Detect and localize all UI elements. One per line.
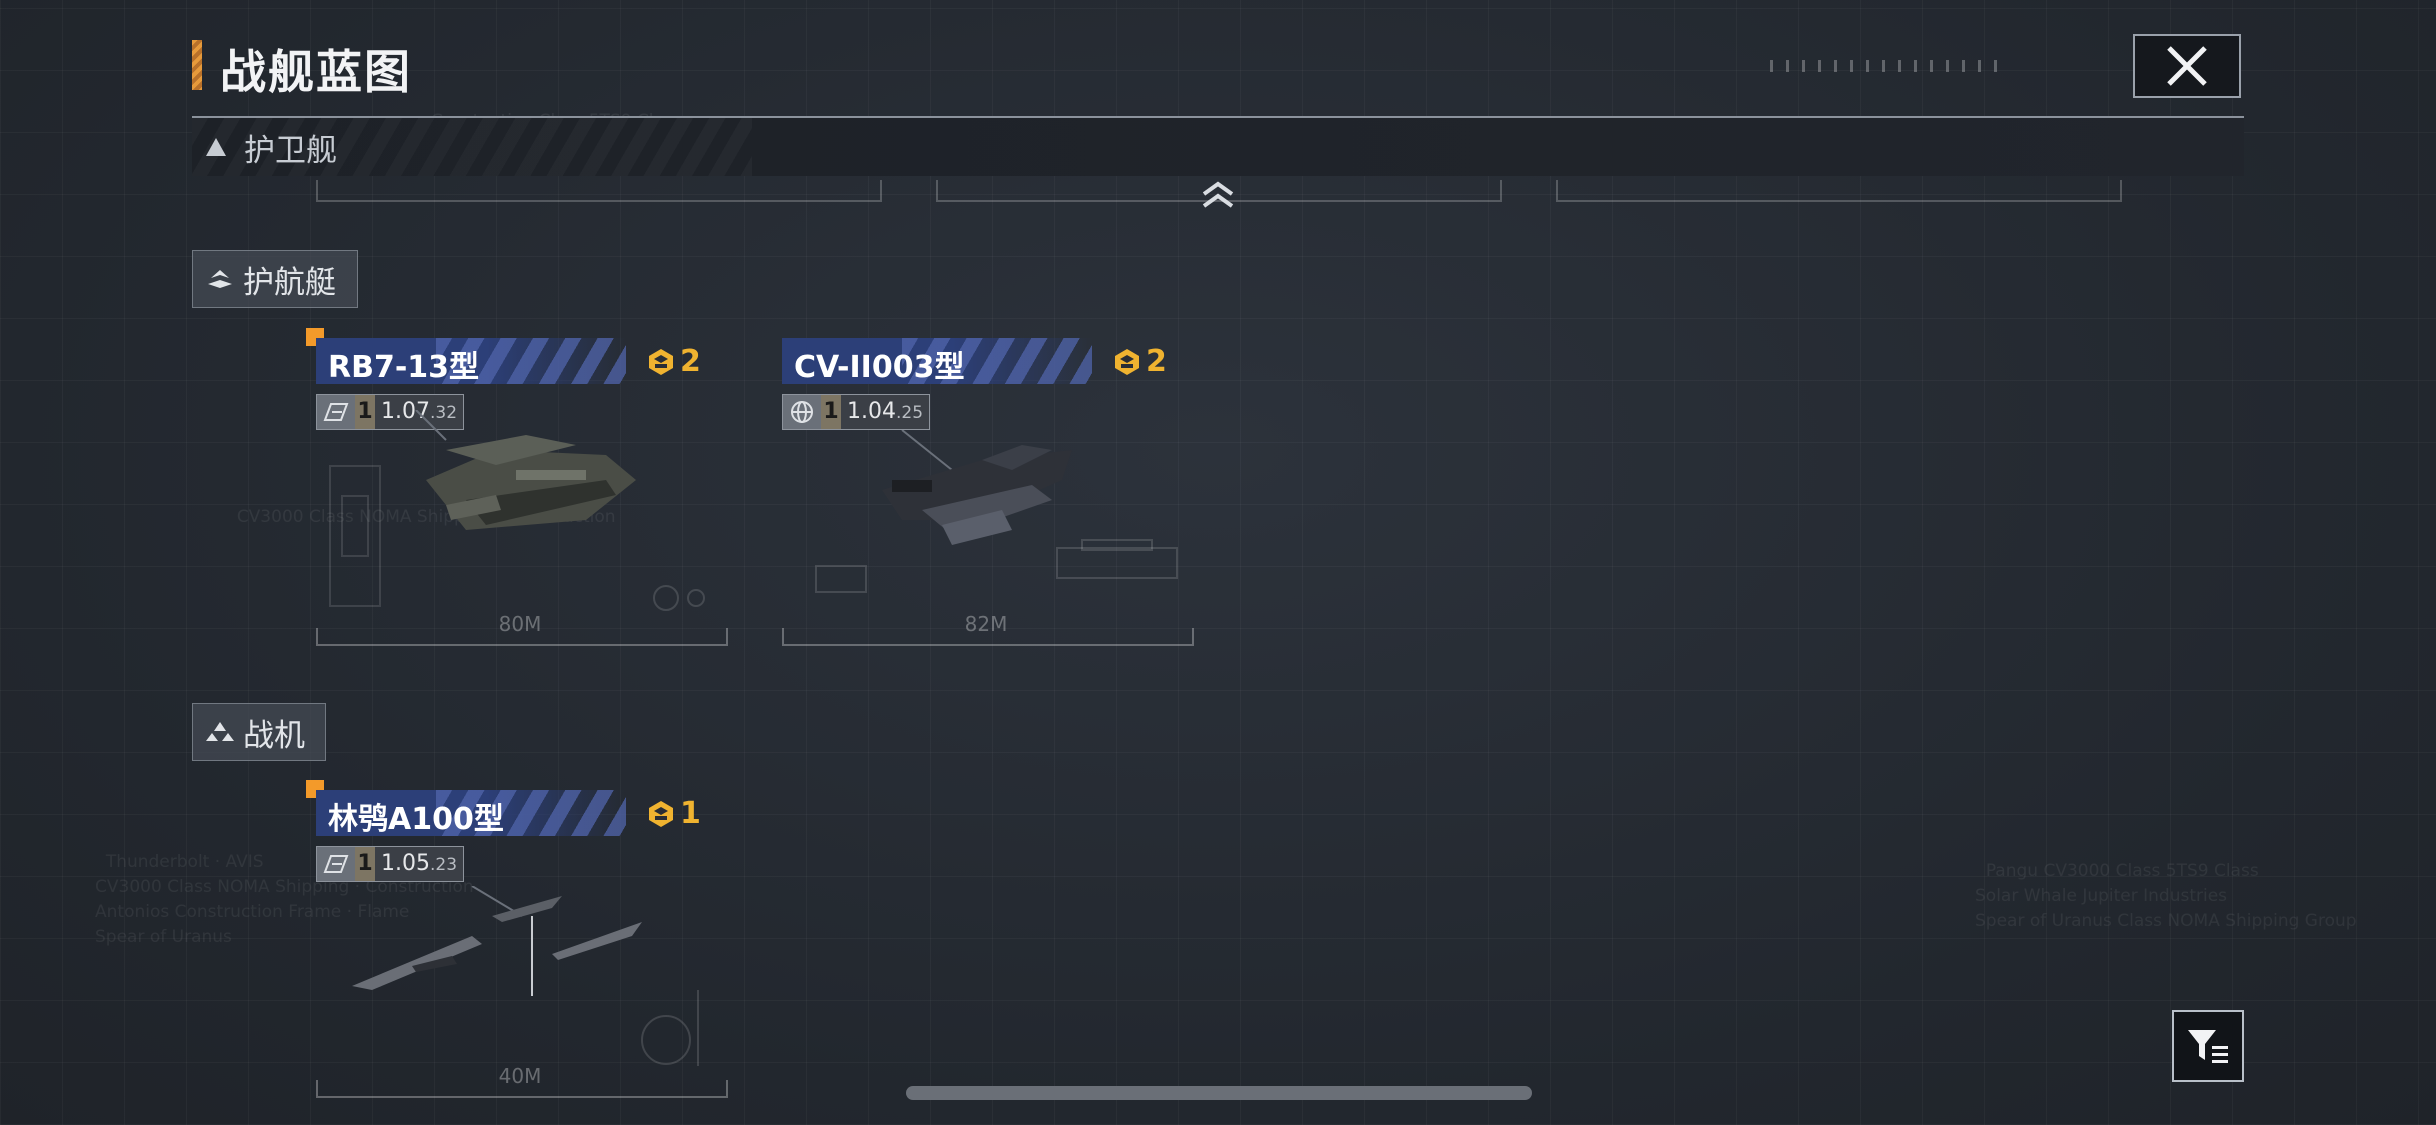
version-main: 1.04 xyxy=(847,399,896,424)
name-plate xyxy=(316,790,626,836)
size-ruler xyxy=(782,628,1194,646)
level-value: 1 xyxy=(821,395,841,429)
ship-stats: 1 1.04.25 xyxy=(782,394,931,430)
ghost-line: Thunderbolt · AVIS CV3000 Class NOMA Shi… xyxy=(95,852,474,947)
blueprint-badge-icon xyxy=(649,800,673,827)
home-indicator[interactable] xyxy=(906,1086,1532,1100)
ship-name: CV-II003型 xyxy=(794,350,965,385)
ship-card-rb7-13[interactable]: RB7-13型 2 1 1.07.32 80M xyxy=(306,328,728,658)
size-ruler xyxy=(316,628,728,646)
title-accent-bar xyxy=(192,40,202,90)
group-header-frigate[interactable]: 护卫舰 xyxy=(192,118,2244,176)
ship-name: 林鸮A100型 xyxy=(328,802,504,837)
group-label: 护卫舰 xyxy=(244,132,337,169)
scale-ruler xyxy=(1556,180,2122,202)
page-title: 战舰蓝图 xyxy=(220,45,412,99)
version-value: 1.05.23 xyxy=(375,847,464,881)
blueprint-count: 1 xyxy=(646,796,701,831)
blueprint-sketch xyxy=(653,585,705,611)
scale-ruler xyxy=(316,180,882,202)
name-plate xyxy=(316,338,626,384)
blueprint-sketch xyxy=(815,565,867,593)
name-plate xyxy=(782,338,1092,384)
name-plate-hatch xyxy=(436,790,626,836)
version-value: 1.04.25 xyxy=(841,395,930,429)
blueprint-sketch xyxy=(641,990,699,1066)
version-main: 1.05 xyxy=(381,851,430,876)
name-plate-hatch xyxy=(436,338,626,384)
background-decoration-text: Thunderbolt · AVIS CV3000 Class NOMA Shi… xyxy=(95,825,474,950)
level-value: 1 xyxy=(355,847,375,881)
version-main: 1.07 xyxy=(381,399,430,424)
collapse-triangle-icon xyxy=(206,138,226,156)
close-icon xyxy=(2167,46,2207,86)
scale-ruler xyxy=(936,180,1502,202)
ship-card-cv-ii003[interactable]: CV-II003型 2 1 1.04.25 82M xyxy=(782,338,1194,658)
background-decoration-text: Pangu CV3000 Class 5TS9 Class Solar Whal… xyxy=(1975,834,2357,934)
globe-icon xyxy=(783,395,821,429)
close-button[interactable] xyxy=(2133,34,2241,98)
ship-model-image xyxy=(882,430,1072,545)
ship-size: 80M xyxy=(498,612,542,636)
header-decoration-ticks xyxy=(1770,60,2000,72)
category-tag-fighter: 战机 xyxy=(192,703,326,761)
group-header-stripes xyxy=(192,118,752,176)
ship-name: RB7-13型 xyxy=(328,350,480,385)
ship-stats: 1 1.05.23 xyxy=(316,846,465,882)
version-sub: .32 xyxy=(429,403,458,423)
version-sub: .25 xyxy=(895,403,924,423)
blueprint-badge-icon xyxy=(1115,348,1139,375)
faction-logo-icon xyxy=(317,395,355,429)
level-value: 1 xyxy=(355,395,375,429)
ship-size: 82M xyxy=(964,612,1008,636)
category-label: 战机 xyxy=(243,717,305,754)
name-plate-hatch xyxy=(902,338,1092,384)
escort-boat-icon xyxy=(208,270,232,288)
filter-icon xyxy=(2188,1030,2228,1063)
version-sub: .23 xyxy=(429,855,458,875)
ship-model-image xyxy=(415,410,636,530)
count-value: 2 xyxy=(680,344,701,379)
blueprint-sketch xyxy=(329,465,381,607)
faction-logo-icon xyxy=(317,847,355,881)
count-value: 2 xyxy=(1146,344,1167,379)
fighter-icon xyxy=(206,722,234,741)
count-value: 1 xyxy=(680,796,701,831)
blueprint-sketch xyxy=(1056,539,1178,579)
blueprint-count: 2 xyxy=(646,344,701,379)
header-divider xyxy=(192,116,2244,118)
category-label: 护航艇 xyxy=(243,264,336,301)
chevron-up-icon[interactable] xyxy=(1200,180,1236,210)
filter-button[interactable] xyxy=(2172,1010,2244,1082)
blueprint-count: 2 xyxy=(1112,344,1167,379)
category-tag-escort: 护航艇 xyxy=(192,250,358,308)
ship-model-image xyxy=(352,886,642,996)
ship-size: 40M xyxy=(498,1064,542,1088)
ship-card-a100[interactable]: 林鸮A100型 1 1 1.05.23 40M xyxy=(306,780,728,1110)
blueprint-badge-icon xyxy=(649,348,673,375)
size-ruler xyxy=(316,1080,728,1098)
ghost-line: Pangu CV3000 Class 5TS9 Class Solar Whal… xyxy=(1975,861,2357,931)
